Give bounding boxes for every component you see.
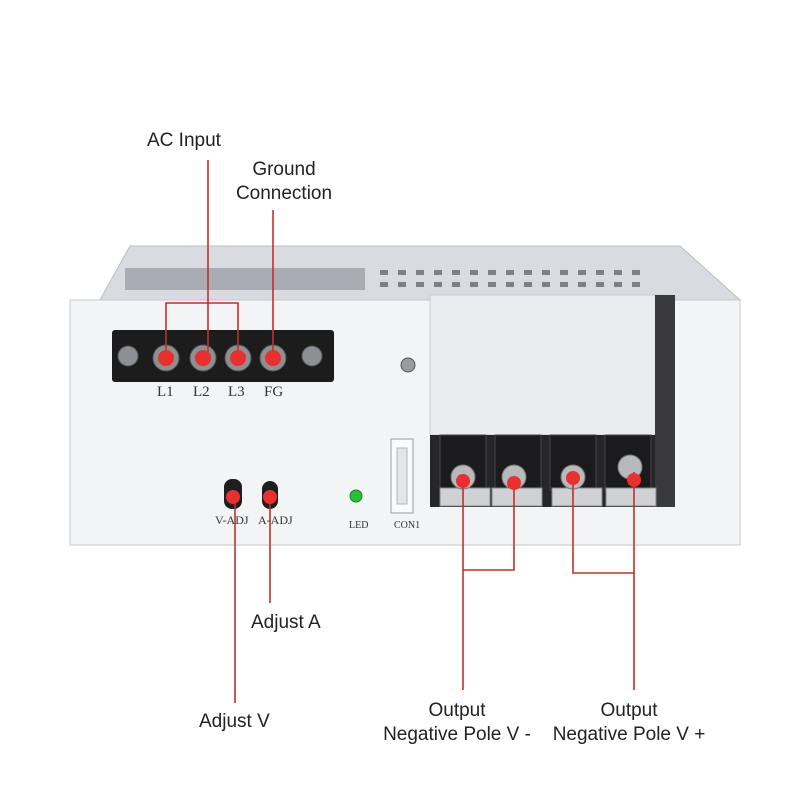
lid-slot — [125, 268, 365, 290]
con1-label: CON1 — [394, 520, 421, 531]
output-negative-line1: Output — [428, 700, 486, 721]
led-indicator — [349, 489, 363, 503]
terminal-label-fg: FG — [264, 384, 284, 400]
divider-plate — [429, 294, 666, 436]
terminal-block — [112, 330, 334, 382]
leader-lines — [165, 160, 635, 703]
side-vent — [655, 295, 675, 507]
ac-input-callout: AC Input — [147, 130, 221, 151]
terminal-screws — [117, 344, 323, 372]
output-positive-line1: Output — [600, 700, 658, 721]
output-negative-line2: Negative Pole V - — [383, 724, 531, 745]
ground-callout-line1: Ground — [252, 159, 316, 180]
led-label: LED — [349, 520, 369, 531]
terminal-label-l3: L3 — [228, 384, 245, 400]
panel-screw — [400, 357, 416, 373]
a-adj-label: A-ADJ — [258, 513, 293, 527]
v-adj-label: V-ADJ — [215, 513, 249, 527]
terminal-label-l1: L1 — [157, 384, 174, 400]
ground-callout-line2: Connection — [235, 183, 333, 204]
ventilation-holes — [380, 270, 640, 287]
output-positive-line2: Negative Pole V + — [552, 724, 706, 745]
marker-dots — [158, 350, 641, 504]
terminal-label-l2: L2 — [193, 384, 210, 400]
output-negative-callout: Output Negative Pole V - — [380, 699, 534, 747]
adjust-a-callout: Adjust A — [251, 612, 321, 633]
adjust-v-callout: Adjust V — [199, 711, 270, 732]
output-positive-callout: Output Negative Pole V + — [551, 699, 707, 747]
ground-callout: Ground Connection — [232, 158, 336, 206]
